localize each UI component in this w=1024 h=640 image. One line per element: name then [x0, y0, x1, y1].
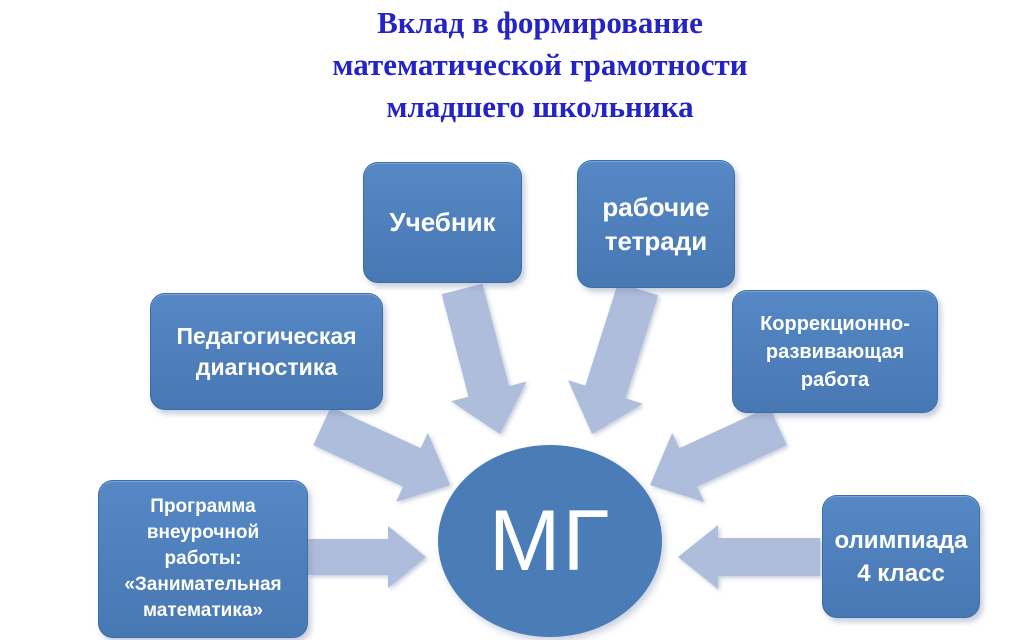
slide-title: Вклад в формирование математической грам…: [332, 5, 748, 124]
arrow-olimpiada-to-mg-icon: [678, 525, 820, 589]
node-olimpiada-4-klass-label: олимпиада 4 класс: [834, 526, 968, 587]
node-pedagogicheskaya-diagnostika: Педагогическая диагностика: [150, 293, 383, 410]
node-programma-vneurochnoy-raboty: Программа внеурочной работы: «Заниматель…: [98, 480, 308, 638]
arrow-pedagog-to-mg-icon: [313, 406, 450, 502]
node-pedagogicheskaya-diagnostika-label: Педагогическая диагностика: [176, 322, 357, 380]
arrow-uchebnik-to-mg-icon: [441, 283, 527, 434]
node-uchebnik-label: Учебник: [389, 207, 496, 237]
arrow-tetradi-to-mg-icon: [568, 282, 658, 434]
mg-center-circle: МГ: [438, 445, 662, 637]
node-korrekcionno-razvivayushchaya-rabota: Коррекционно- развивающая работа: [732, 290, 938, 413]
node-rabochie-tetradi: рабочие тетради: [577, 160, 735, 288]
node-uchebnik: Учебник: [363, 162, 522, 283]
mg-center-label: МГ: [488, 492, 612, 589]
arrow-programma-to-mg-icon: [308, 526, 426, 588]
node-korrekcionno-razvivayushchaya-rabota-label: Коррекционно- развивающая работа: [760, 312, 910, 391]
node-olimpiada-4-klass: олимпиада 4 класс: [822, 495, 980, 618]
node-programma-vneurochnoy-raboty-label: Программа внеурочной работы: «Заниматель…: [124, 496, 282, 621]
arrow-korrekc-to-mg-icon: [650, 406, 787, 502]
node-rabochie-tetradi-label: рабочие тетради: [602, 192, 710, 256]
